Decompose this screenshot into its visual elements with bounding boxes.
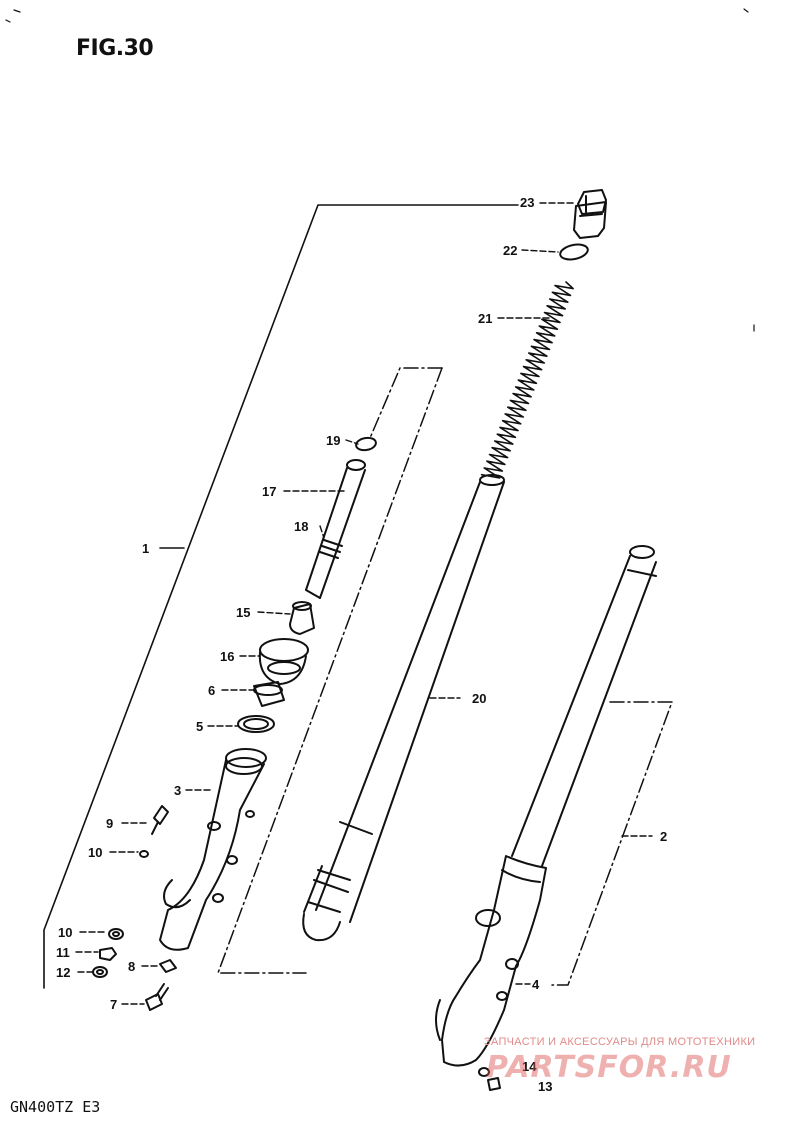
margin-marks xyxy=(5,8,755,332)
washer-14 xyxy=(478,1067,490,1077)
outer-tube-4 xyxy=(435,855,547,1067)
callout-17: 17 xyxy=(262,484,277,499)
callout-8: 8 xyxy=(128,959,136,974)
callout-23: 23 xyxy=(520,195,535,210)
callout-14: 14 xyxy=(522,1059,537,1074)
leader-lines xyxy=(75,202,653,1005)
bracket-part-1 xyxy=(43,204,519,989)
model-code: GN400TZ E3 xyxy=(10,1098,101,1116)
damper-rod-17 xyxy=(305,459,366,599)
callout-21: 21 xyxy=(478,311,493,326)
callout-7: 7 xyxy=(110,997,118,1012)
callout-5: 5 xyxy=(196,719,204,734)
callout-1: 1 xyxy=(142,541,150,556)
bolt-9 xyxy=(151,805,169,835)
callout-2: 2 xyxy=(660,829,668,844)
callout-6: 6 xyxy=(208,683,216,698)
callout-9: 9 xyxy=(106,816,114,831)
bolt-8 xyxy=(159,959,177,973)
bracket-part-2 xyxy=(551,701,673,986)
callout-13: 13 xyxy=(538,1079,553,1094)
callout-22: 22 xyxy=(503,243,518,258)
callout-3: 3 xyxy=(174,783,182,798)
callout-10-upper: 10 xyxy=(88,845,103,860)
callout-11: 11 xyxy=(56,945,70,960)
washer-10a xyxy=(139,850,149,858)
rebound-spring-15 xyxy=(289,601,315,635)
washer-10b xyxy=(108,928,124,940)
outer-tube-3 xyxy=(159,748,267,951)
oil-seal-5 xyxy=(237,715,275,733)
callout-16: 16 xyxy=(220,649,235,664)
seal-stopper-6 xyxy=(253,681,285,707)
nut-11 xyxy=(99,947,117,961)
bolt-7 xyxy=(145,983,169,1011)
callout-10-lower: 10 xyxy=(58,925,73,940)
figure-title: FIG.30 xyxy=(76,36,154,61)
o-ring-22 xyxy=(559,243,589,261)
callout-12: 12 xyxy=(56,965,71,980)
callout-18: 18 xyxy=(294,519,309,534)
fork-spring-21 xyxy=(480,281,574,479)
rod-ring-19 xyxy=(355,436,377,452)
callout-19: 19 xyxy=(326,433,341,448)
bracket-inner-group xyxy=(217,367,443,974)
oil-lock-piece-16 xyxy=(258,638,309,685)
fork-tube-right xyxy=(511,545,657,867)
inner-tube-20 xyxy=(302,474,505,942)
callout-20: 20 xyxy=(472,691,487,706)
watermark-tagline: ЗАПЧАСТИ И АКСЕССУАРЫ ДЛЯ МОТОТЕХНИКИ xyxy=(484,1036,756,1048)
watermark-logo: PARTSFOR.RU xyxy=(486,1050,732,1085)
washer-12 xyxy=(92,966,108,978)
callout-15: 15 xyxy=(236,605,251,620)
cap-bolt-23 xyxy=(573,189,607,239)
callout-4: 4 xyxy=(532,977,540,992)
bolt-13 xyxy=(487,1077,501,1091)
